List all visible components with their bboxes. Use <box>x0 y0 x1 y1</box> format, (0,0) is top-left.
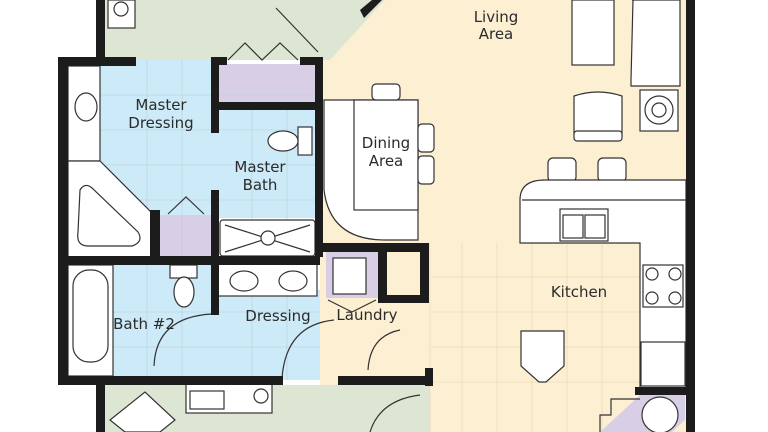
stove <box>642 264 684 308</box>
label-master-dressing: Master <box>135 96 187 114</box>
label-master-bath: Master <box>234 158 286 176</box>
sofa <box>630 0 681 87</box>
bifold-laundry <box>327 299 377 313</box>
bifold-closet <box>227 42 299 61</box>
dryer <box>332 257 367 295</box>
dressing-floor <box>217 290 320 380</box>
fixtures <box>67 0 687 432</box>
washer-top <box>107 0 136 29</box>
balcony-top <box>104 0 385 60</box>
sliding-door <box>275 7 319 53</box>
walls <box>58 0 695 432</box>
label-living-area-2: Area <box>479 25 514 43</box>
closet-small <box>160 215 212 259</box>
door-bath2 <box>153 313 213 367</box>
refrigerator <box>640 341 686 387</box>
tile-grid <box>100 60 640 432</box>
kitchen-sink <box>559 208 609 242</box>
coffee-table <box>571 0 615 66</box>
master-bath-floor <box>217 108 317 218</box>
room-labels: Living Area Master Dressing Master Bath … <box>113 8 607 333</box>
bifold-small <box>167 196 205 215</box>
armchair <box>573 91 623 135</box>
label-bath2: Bath #2 <box>113 315 175 333</box>
door-laundry <box>367 329 401 371</box>
patio-chair <box>109 391 176 432</box>
water-heater <box>641 396 679 432</box>
toilet-master <box>297 126 313 156</box>
bathtub <box>67 264 114 377</box>
label-dining-area-2: Area <box>369 152 404 170</box>
label-laundry: Laundry <box>336 306 397 324</box>
label-dressing: Dressing <box>245 307 310 325</box>
label-kitchen: Kitchen <box>551 283 607 301</box>
label-master-dressing-2: Dressing <box>128 114 193 132</box>
toilet-bath2 <box>169 264 198 279</box>
label-living-area: Living <box>474 8 519 26</box>
closet-master <box>217 64 316 104</box>
bath2-floor <box>112 264 217 378</box>
door-bottom <box>369 394 421 432</box>
kitchen-island <box>520 330 565 383</box>
label-master-bath-2: Bath <box>243 176 278 194</box>
dining-table <box>353 99 419 211</box>
label-dining-area: Dining <box>362 134 410 152</box>
door-dressing <box>281 319 335 379</box>
